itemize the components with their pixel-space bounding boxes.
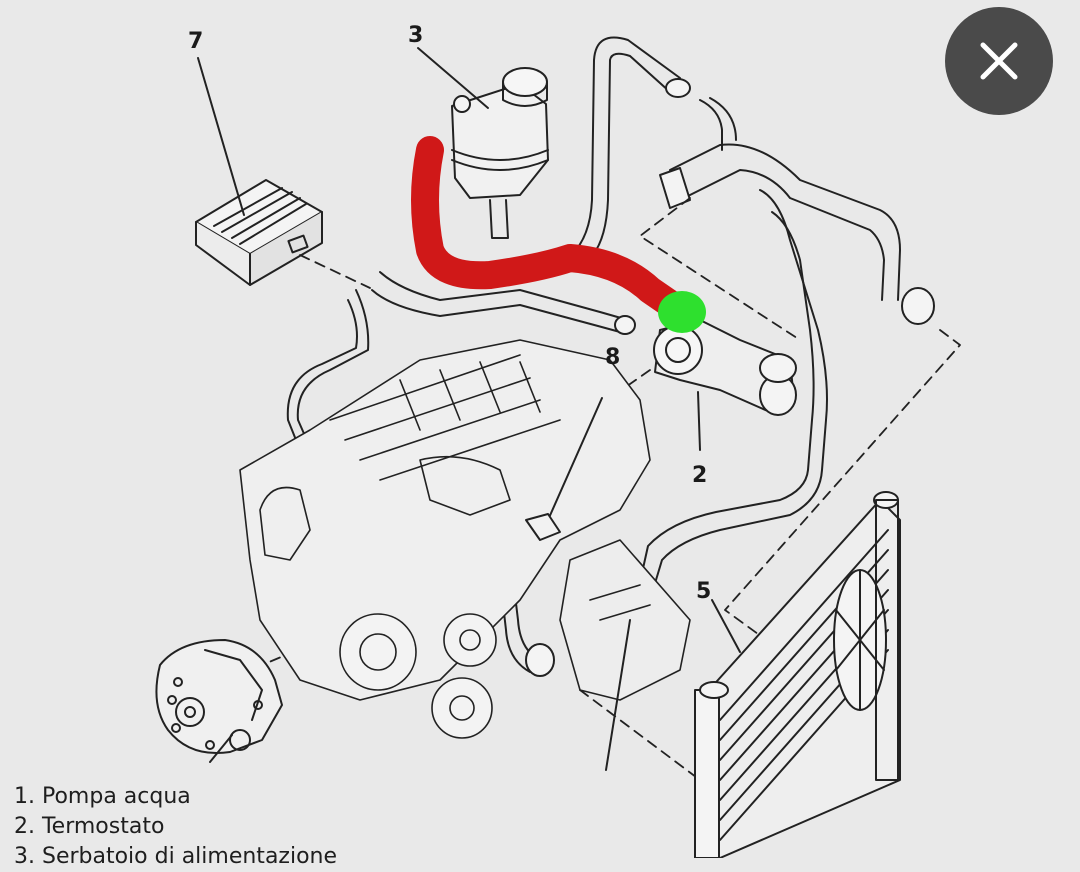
close-button[interactable] xyxy=(945,7,1053,115)
radiator-5 xyxy=(694,491,901,858)
callout-8: 8 xyxy=(605,345,620,370)
legend-item: 1. Pompa acqua xyxy=(14,784,191,809)
thermostat-2 xyxy=(653,319,797,416)
water-pump-1 xyxy=(155,639,283,754)
callout-2: 2 xyxy=(692,463,707,488)
callout-3: 3 xyxy=(408,23,423,48)
callout-7: 7 xyxy=(188,29,203,54)
legend-item: 2. Termostato xyxy=(14,814,165,839)
control-unit-7 xyxy=(195,179,323,286)
engine-block xyxy=(239,339,691,739)
expansion-tank-3 xyxy=(451,67,549,239)
highlight-marker xyxy=(658,291,706,333)
callout-5: 5 xyxy=(696,579,711,604)
legend: 1. Pompa acqua 2. Termostato 3. Serbatoi… xyxy=(14,782,337,872)
legend-item: 3. Serbatoio di alimentazione xyxy=(14,844,338,869)
highlighted-hose xyxy=(411,136,696,326)
close-icon xyxy=(980,42,1018,80)
